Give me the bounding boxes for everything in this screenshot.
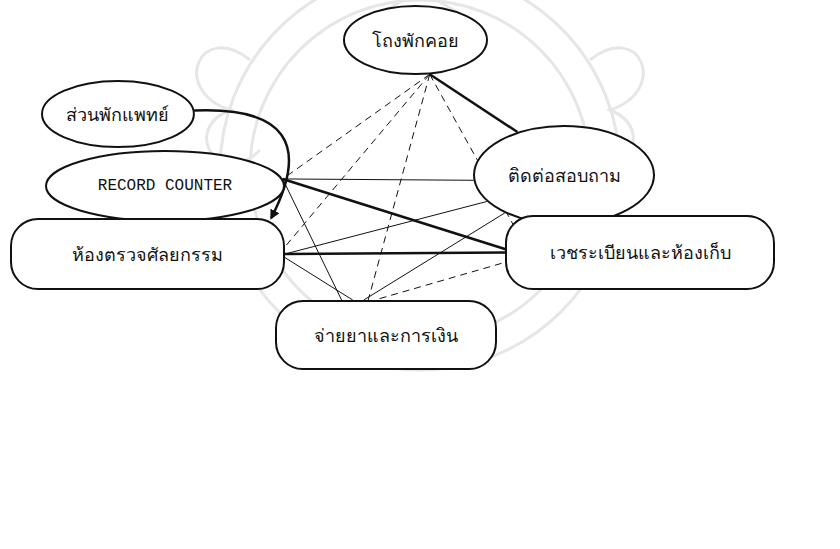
- ellipse-outline-shape: [42, 81, 194, 147]
- area-ellipse: ส่วนพักแพทย์: [41, 80, 195, 148]
- relation-line: [430, 74, 518, 132]
- area-box: จ่ายยาและการเงิน: [275, 300, 497, 370]
- dashed-relation-line: [283, 74, 430, 179]
- dashed-relation-line: [285, 74, 430, 246]
- area-ellipse: ติดต่อสอบถาม: [473, 125, 655, 225]
- relation-line: [285, 258, 353, 300]
- watermark-flourish: [197, 48, 260, 164]
- ellipse-outline-shape: [474, 126, 654, 224]
- relation-line: [283, 179, 474, 180]
- ellipse-outline-shape: [46, 151, 284, 221]
- area-label: ติดต่อสอบถาม: [508, 161, 621, 190]
- relation-line: [364, 213, 505, 300]
- relation-line: [283, 179, 342, 300]
- relation-line: [285, 253, 505, 255]
- area-box: เวชระเบียนและห้องเก็บ: [505, 215, 775, 290]
- dashed-relation-line: [368, 74, 429, 300]
- area-label: RECORD COUNTER: [98, 177, 232, 195]
- area-label: ห้องตรวจศัลยกรรม: [72, 240, 223, 269]
- area-ellipse: โถงพักคอย: [343, 5, 488, 75]
- dashed-relation-line: [375, 260, 513, 300]
- area-label: เวชระเบียนและห้องเก็บ: [550, 238, 731, 267]
- area-box: ห้องตรวจศัลยกรรม: [10, 218, 285, 290]
- relation-line: [285, 201, 487, 254]
- area-ellipse: RECORD COUNTER: [45, 150, 285, 222]
- area-label: จ่ายยาและการเงิน: [314, 321, 458, 350]
- area-label: ส่วนพักแพทย์: [66, 100, 169, 129]
- ellipse-outline-shape: [344, 6, 487, 74]
- area-label: โถงพักคอย: [372, 26, 459, 55]
